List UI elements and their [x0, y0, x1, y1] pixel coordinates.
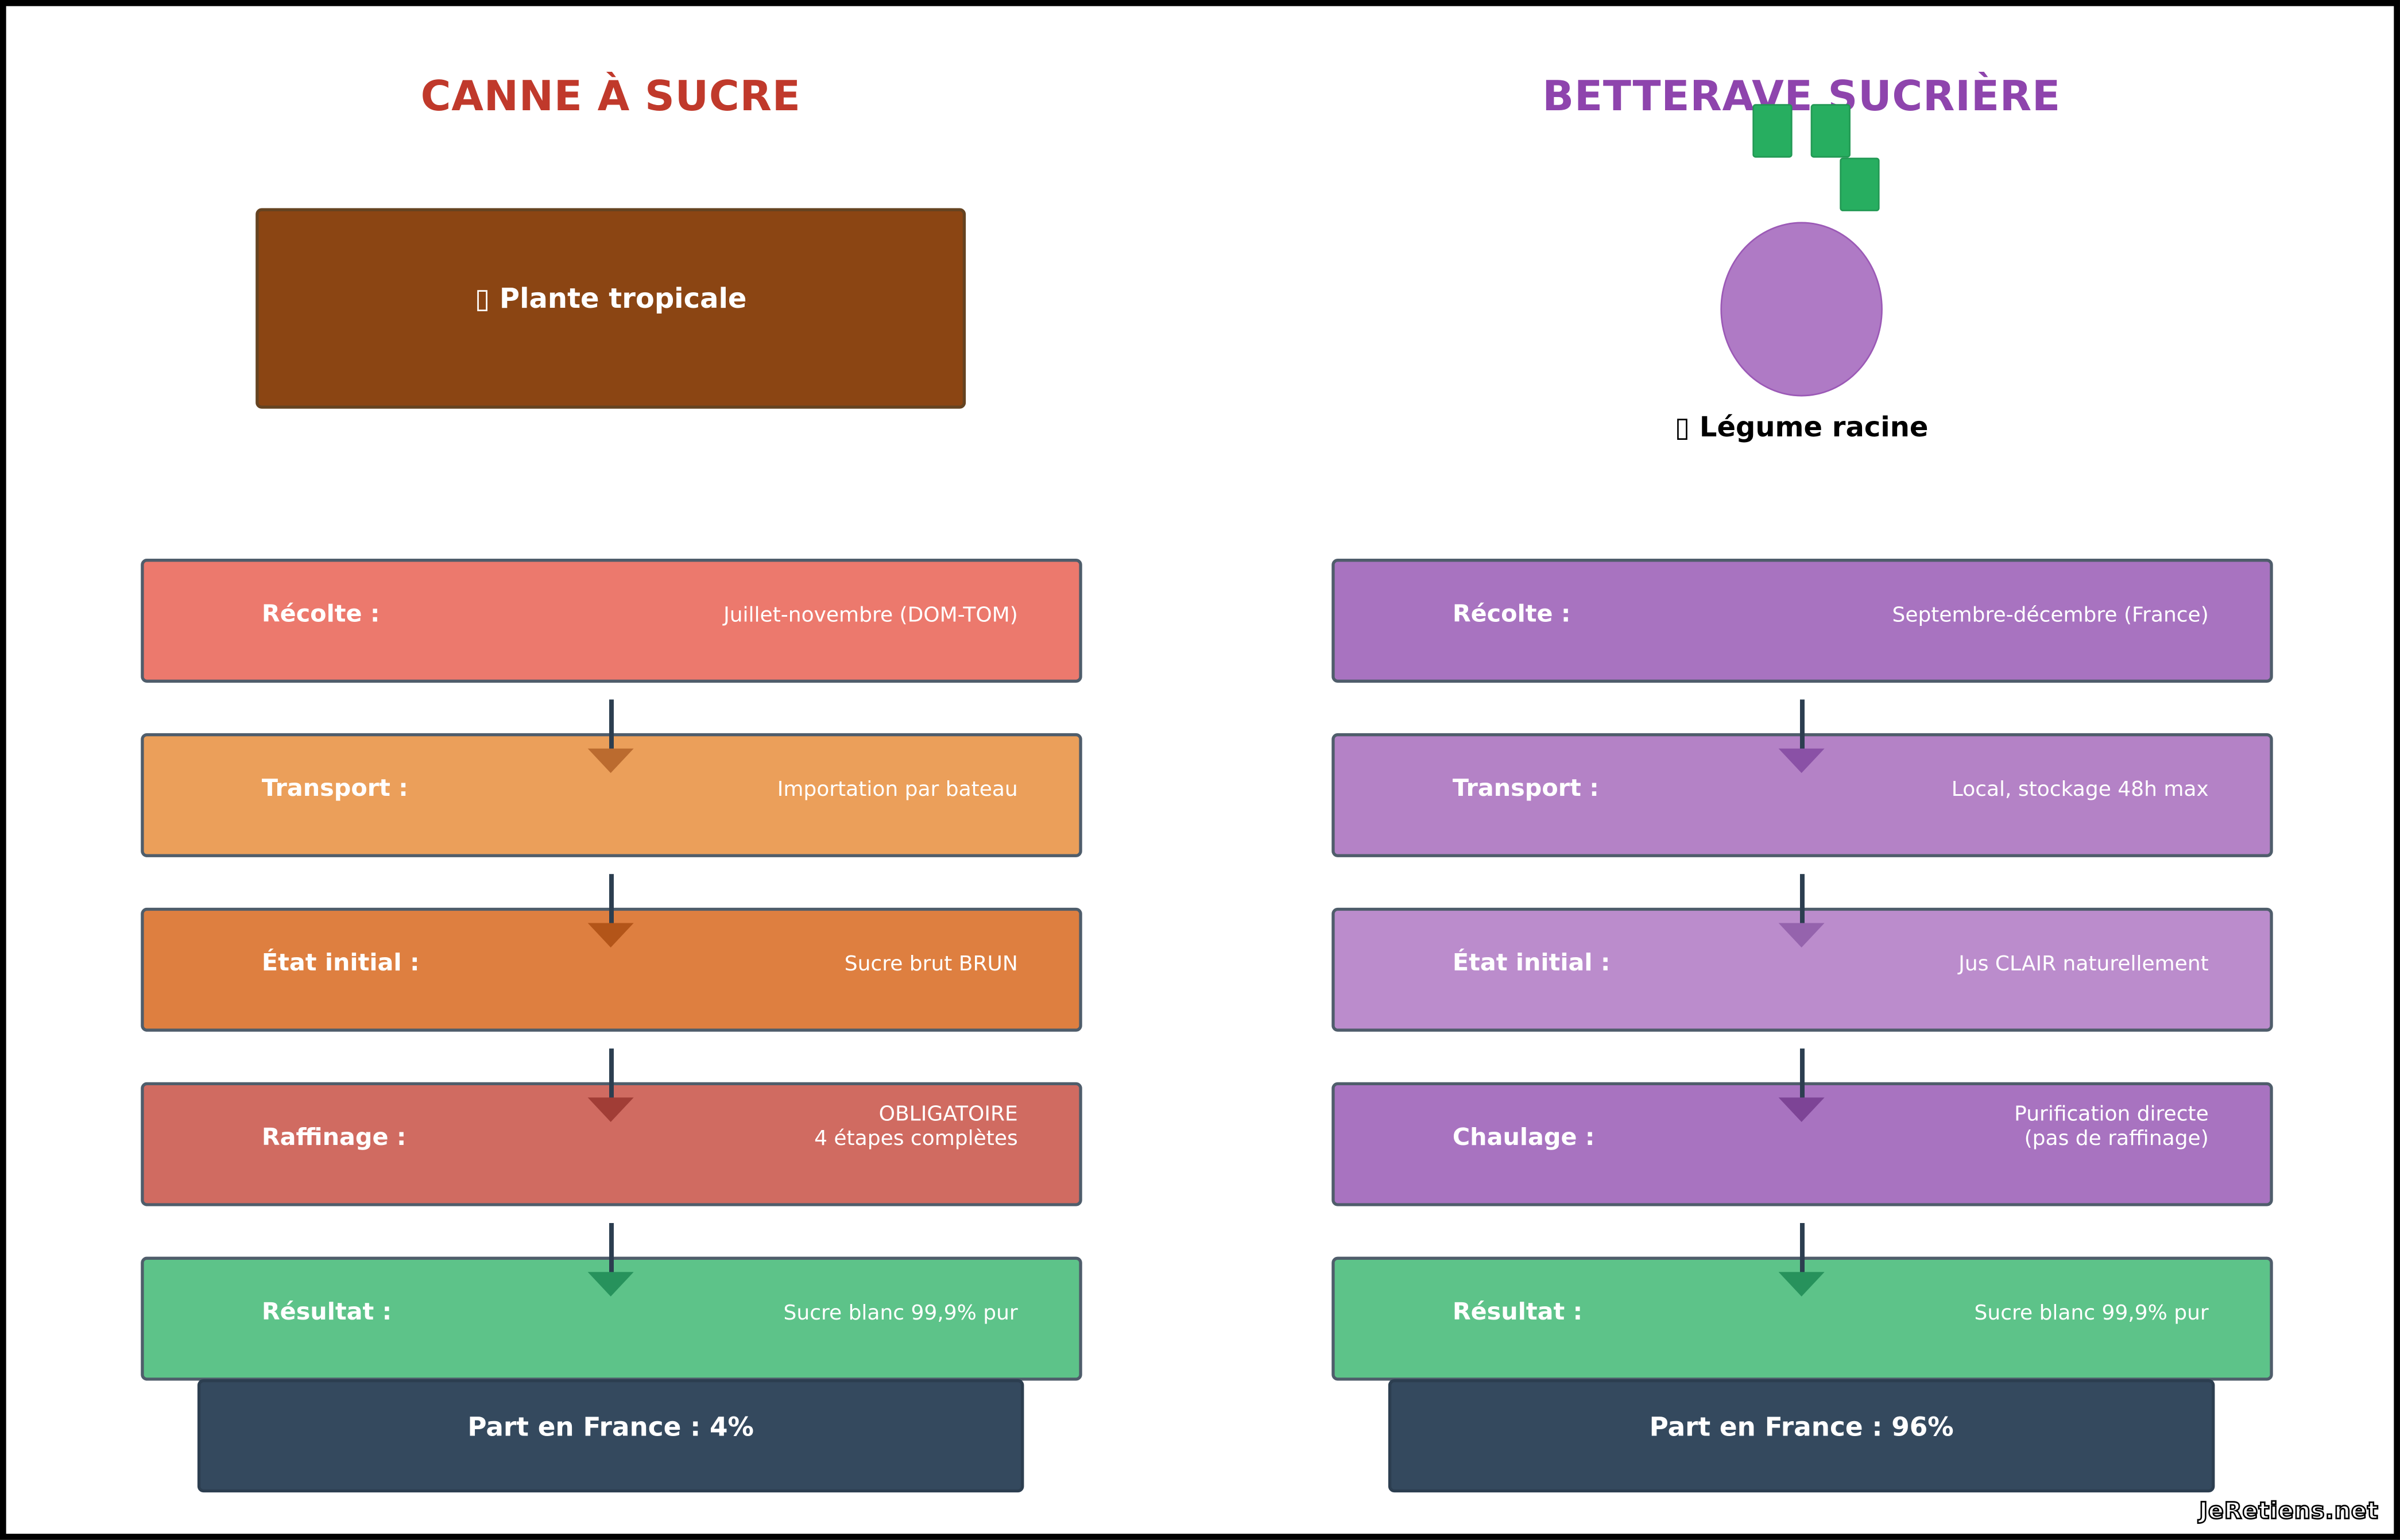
- step-value: Jus CLAIR naturellement: [1958, 952, 2209, 977]
- beet-leaf-icon: [1840, 157, 1880, 211]
- beet-leaf-icon: [1810, 104, 1851, 158]
- step-value: Sucre blanc 99,9% pur: [783, 1301, 1018, 1326]
- down-arrow-icon: [587, 1222, 634, 1297]
- right-step-1: Récolte : Septembre-décembre (France): [1331, 559, 2273, 683]
- left-step-4: Raffinage : OBLIGATOIRE 4 étapes complète…: [141, 1082, 1082, 1206]
- step-label: Récolte :: [261, 599, 380, 628]
- step-value: Local, stockage 48h max: [1951, 777, 2209, 802]
- left-step-1: Récolte : Juillet-novembre (DOM-TOM): [141, 559, 1082, 683]
- step-value: Juillet-novembre (DOM-TOM): [723, 603, 1018, 628]
- step-label: Récolte :: [1452, 599, 1571, 628]
- cane-share-label: Part en France : 4%: [467, 1413, 754, 1444]
- step-label: Transport :: [261, 774, 408, 802]
- step-label: Transport :: [1452, 774, 1599, 802]
- cane-share-box: Part en France : 4%: [197, 1379, 1024, 1493]
- step-label: Chaulage :: [1452, 1123, 1595, 1151]
- beet-share-label: Part en France : 96%: [1649, 1413, 1954, 1444]
- down-arrow-icon: [587, 874, 634, 948]
- step-value: OBLIGATOIRE 4 étapes complètes: [814, 1102, 1018, 1151]
- step-label: État initial :: [1452, 949, 1611, 977]
- right-step-4: Chaulage : Purification directe (pas de r…: [1331, 1082, 2273, 1206]
- down-arrow-icon: [587, 699, 634, 773]
- down-arrow-icon: [1778, 1222, 1825, 1297]
- cane-title: CANNE À SUCRE: [420, 73, 801, 121]
- beet-title: BETTERAVE SUCRIÈRE: [1542, 73, 2061, 121]
- step-value: Septembre-décembre (France): [1892, 603, 2209, 628]
- step-value: Sucre blanc 99,9% pur: [1974, 1301, 2209, 1326]
- beet-plant-label: ▯ Légume racine: [1674, 412, 1929, 444]
- beet-root-icon: [1720, 222, 1883, 397]
- down-arrow-icon: [1778, 1048, 1825, 1123]
- step-label: Résultat :: [261, 1298, 392, 1326]
- down-arrow-icon: [587, 1048, 634, 1123]
- step-value: Purification directe (pas de raffinage): [2014, 1102, 2209, 1151]
- cane-plant-label: ▯ Plante tropicale: [474, 283, 747, 316]
- down-arrow-icon: [1778, 699, 1825, 773]
- beet-leaf-icon: [1752, 104, 1793, 158]
- step-value: Importation par bateau: [777, 777, 1018, 802]
- down-arrow-icon: [1778, 874, 1825, 948]
- step-label: État initial :: [261, 949, 420, 977]
- step-label: Raffinage :: [261, 1123, 407, 1151]
- step-value: Sucre brut BRUN: [844, 952, 1018, 977]
- beet-share-box: Part en France : 96%: [1388, 1379, 2215, 1493]
- step-label: Résultat :: [1452, 1298, 1583, 1326]
- watermark: JeRetiens.net: [2198, 1496, 2379, 1526]
- cane-plant-box: ▯ Plante tropicale: [256, 208, 966, 409]
